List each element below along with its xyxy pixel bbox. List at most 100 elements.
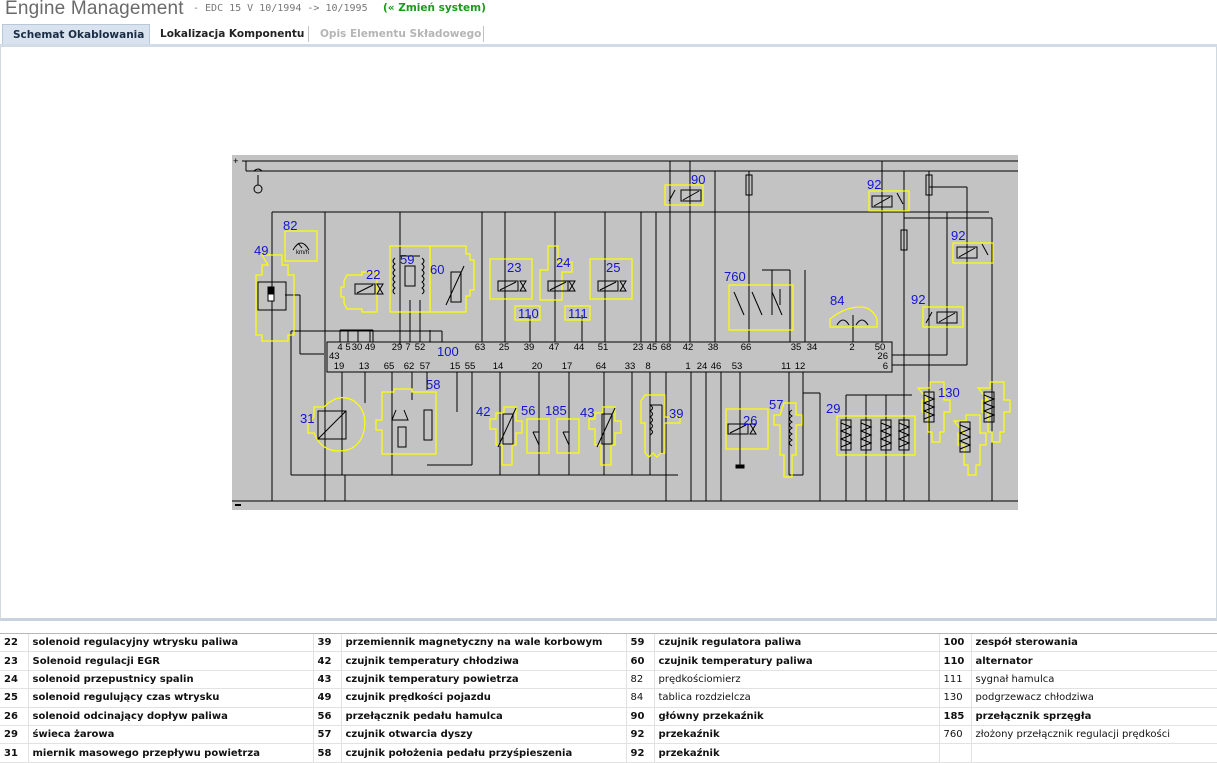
solenoid-26-symbol (727, 423, 749, 435)
label-56[interactable]: 56 (521, 403, 535, 418)
ecu-pin-label: 12 (795, 361, 806, 372)
component-111-outline (564, 305, 591, 321)
legend-label[interactable]: czujnik temperatury chłodziwa (341, 651, 627, 671)
component-92b-outline (952, 242, 994, 264)
legend-number: 24 (0, 670, 29, 690)
solenoid-23-symbol (497, 280, 519, 292)
legend-label[interactable] (971, 743, 1217, 763)
label-23[interactable]: 23 (507, 260, 521, 275)
legend-label[interactable]: przemiennik magnetyczny na wale korbowym (341, 634, 627, 653)
ignition-key-icon (253, 184, 263, 194)
needle-lift-coil-symbol (789, 409, 793, 447)
label-760[interactable]: 760 (724, 269, 746, 284)
legend-label[interactable]: czujnik otwarcia dyszy (341, 725, 627, 745)
ecu-pin-label: 49 (365, 342, 376, 353)
legend-label[interactable]: czujnik prędkości pojazdu (341, 688, 627, 708)
label-130[interactable]: 130 (938, 385, 960, 400)
legend-label[interactable]: złożony przełącznik regulacji prędkości (971, 725, 1217, 745)
tab-bar: Schemat Okablowania Lokalizacja Komponen… (0, 24, 1217, 46)
label-43[interactable]: 43 (580, 405, 594, 420)
label-24[interactable]: 24 (556, 255, 570, 270)
legend-label[interactable]: czujnik temperatury powietrza (341, 670, 627, 690)
label-49[interactable]: 49 (254, 243, 268, 258)
legend-number: 92 (626, 725, 655, 745)
fuel-temp-sensor-symbol (450, 271, 462, 303)
component-130a-outline (916, 381, 951, 443)
ecu-pin-label: 24 (697, 361, 708, 372)
label-59[interactable]: 59 (400, 252, 414, 267)
component-57-outline (773, 402, 803, 478)
ecu-pin-label: 2 (849, 342, 854, 353)
legend-label[interactable]: solenoid regulacyjny wtrysku paliwa (28, 634, 314, 653)
fuse-icon (900, 229, 908, 251)
label-26[interactable]: 26 (743, 413, 757, 428)
label-110[interactable]: 110 (518, 306, 539, 321)
label-82[interactable]: 82 (283, 218, 297, 233)
legend-label[interactable]: czujnik położenia pedału przyśpieszenia (341, 743, 627, 763)
dashboard-gauge-icon (836, 319, 850, 326)
label-39[interactable]: 39 (669, 406, 683, 421)
tab-wiring-diagram[interactable]: Schemat Okablowania (2, 24, 150, 44)
legend-label[interactable]: prędkościomierz (654, 670, 940, 690)
mass-airflow-sensor-symbol (317, 410, 347, 440)
crank-sensor-coil-symbol (649, 404, 653, 436)
legend-label[interactable]: alternator (971, 651, 1217, 671)
legend-number: 110 (939, 651, 972, 671)
ecu-pin-label: 43 (329, 351, 340, 362)
label-84[interactable]: 84 (830, 293, 844, 308)
legend-label[interactable]: tablica rozdzielcza (654, 688, 940, 708)
tab-component-description[interactable]: Opis Elementu Składowego (320, 28, 482, 40)
legend-label[interactable]: solenoid regulujący czas wtrysku (28, 688, 314, 708)
speedometer-unit: km/h (296, 250, 309, 256)
legend-label[interactable]: miernik masowego przepływu powietrza (28, 743, 314, 763)
ecu-pin-label: 68 (661, 342, 672, 353)
legend-label[interactable]: przekaźnik (654, 725, 940, 745)
legend-number: 111 (939, 670, 972, 690)
legend-label[interactable]: Solenoid regulacji EGR (28, 651, 314, 671)
tab-component-location[interactable]: Lokalizacja Komponentu (160, 28, 305, 40)
component-31-outline (307, 397, 366, 452)
label-111[interactable]: 111 (568, 306, 588, 321)
legend-number: 100 (939, 634, 972, 653)
legend-label[interactable]: zespół sterowania (971, 634, 1217, 653)
label-185[interactable]: 185 (545, 403, 567, 418)
relay-90-symbol (680, 189, 702, 202)
component-90-outline (664, 184, 704, 206)
legend-label[interactable]: czujnik temperatury paliwa (654, 651, 940, 671)
legend-label[interactable]: podgrzewacz chłodziwa (971, 688, 1217, 708)
legend-number: 49 (313, 688, 342, 708)
legend-label[interactable]: solenoid przepustnicy spalin (28, 670, 314, 690)
legend-label[interactable]: sygnał hamulca (971, 670, 1217, 690)
legend-label[interactable]: czujnik regulatora paliwa (654, 634, 940, 653)
legend-label[interactable]: przełącznik pedału hamulca (341, 707, 627, 726)
label-31[interactable]: 31 (300, 411, 314, 426)
label-100[interactable]: 100 (437, 344, 459, 359)
label-90[interactable]: 90 (691, 172, 705, 187)
wiring-diagram[interactable]: + km/h 49 82 22 59 60 23 24 25 110 111 9… (232, 155, 1018, 510)
legend-number (939, 743, 972, 763)
label-42[interactable]: 42 (476, 404, 490, 419)
legend-label[interactable]: główny przekaźnik (654, 707, 940, 726)
legend-label[interactable]: świeca żarowa (28, 725, 314, 745)
label-29[interactable]: 29 (826, 401, 840, 416)
label-25[interactable]: 25 (606, 260, 620, 275)
legend-label[interactable]: przekaźnik (654, 743, 940, 763)
legend-label[interactable]: przełącznik sprzęgła (971, 707, 1217, 726)
change-system-link[interactable]: (« Zmień system) (383, 2, 486, 14)
ecu-pin-label: 13 (359, 361, 370, 372)
tab-separator (483, 26, 484, 42)
label-92-top[interactable]: 92 (867, 177, 881, 192)
ecu-pin-label: 66 (741, 342, 752, 353)
label-58[interactable]: 58 (426, 377, 440, 392)
ecu-pin-label: 30 (352, 342, 363, 353)
legend-number: 57 (313, 725, 342, 745)
fuel-regulator-coil-symbol (392, 257, 396, 295)
legend-label[interactable]: solenoid odcinający dopływ paliwa (28, 707, 314, 726)
label-22[interactable]: 22 (366, 267, 380, 282)
label-92-right[interactable]: 92 (951, 228, 965, 243)
label-92-lower[interactable]: 92 (911, 292, 925, 307)
label-57[interactable]: 57 (769, 397, 783, 412)
label-60[interactable]: 60 (430, 262, 444, 277)
